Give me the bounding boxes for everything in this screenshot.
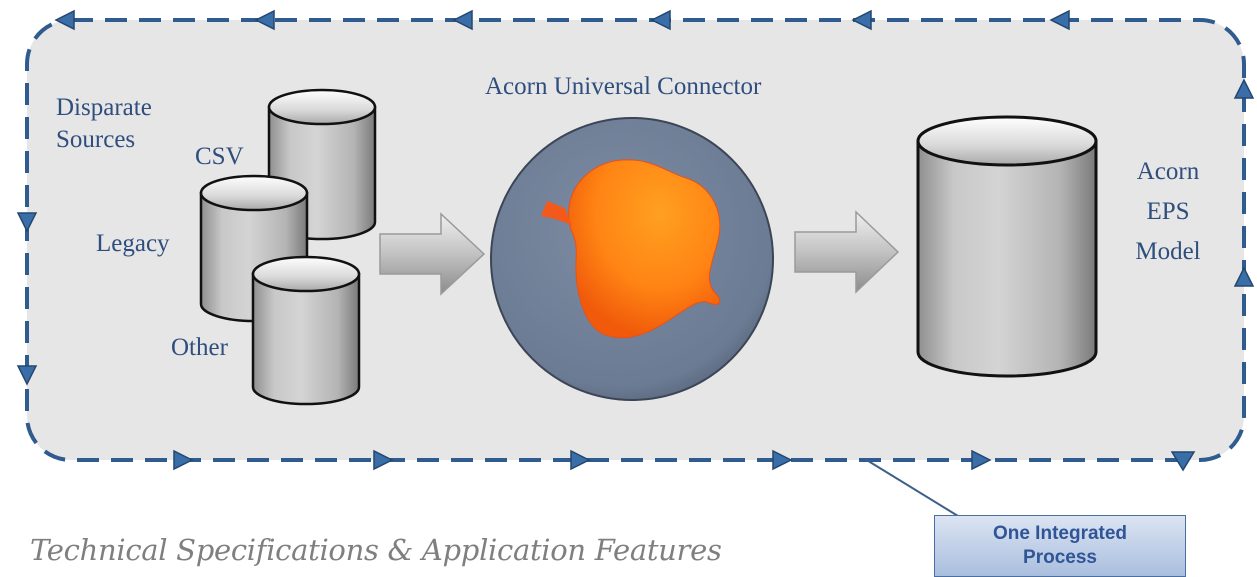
eps-model-label: Acorn EPS Model bbox=[1118, 152, 1218, 272]
other-label: Other bbox=[171, 334, 228, 361]
connector-hub-icon bbox=[490, 117, 774, 401]
down-arrowhead-icon bbox=[16, 365, 38, 386]
disparate-sources-line1: Disparate bbox=[56, 94, 152, 121]
disparate-sources-line2: Sources bbox=[56, 126, 136, 153]
right-arrowhead-icon bbox=[173, 449, 194, 471]
eps-model-database-icon bbox=[916, 115, 1098, 378]
connector-title: Acorn Universal Connector bbox=[485, 73, 762, 100]
up-arrowhead-icon bbox=[1233, 266, 1255, 287]
down-arrowhead-icon bbox=[1170, 451, 1196, 472]
acorn-fragment-icon bbox=[541, 201, 572, 225]
eps-model-line1: Acorn bbox=[1136, 158, 1200, 185]
other-database-icon bbox=[251, 255, 361, 406]
eps-model-line3: Model bbox=[1135, 238, 1201, 265]
left-arrowhead-icon bbox=[54, 9, 75, 31]
flow-arrow-icon bbox=[379, 212, 486, 296]
left-arrowhead-icon bbox=[650, 9, 671, 31]
eps-model-line2: EPS bbox=[1146, 198, 1190, 225]
down-arrowhead-icon bbox=[16, 212, 38, 233]
right-arrowhead-icon bbox=[971, 449, 992, 471]
section-title: Technical Specifications & Application F… bbox=[30, 533, 722, 567]
left-arrowhead-icon bbox=[1049, 9, 1070, 31]
disparate-sources-label: Disparate Sources bbox=[56, 92, 152, 156]
left-arrowhead-icon bbox=[452, 9, 473, 31]
right-arrowhead-icon bbox=[373, 449, 394, 471]
boundary-arrowheads bbox=[16, 9, 1255, 472]
left-arrowhead-icon bbox=[851, 9, 872, 31]
callout-line2: Process bbox=[1023, 547, 1097, 568]
left-arrowhead-icon bbox=[254, 9, 275, 31]
callout-line1: One Integrated bbox=[992, 523, 1128, 544]
up-arrowhead-icon bbox=[1233, 78, 1255, 99]
legacy-label: Legacy bbox=[96, 230, 170, 257]
right-arrowhead-icon bbox=[570, 449, 591, 471]
one-integrated-process-callout: One Integrated Process bbox=[934, 515, 1186, 577]
csv-label: CSV bbox=[195, 143, 244, 170]
acorn-blob-icon bbox=[568, 159, 721, 339]
flow-arrow-icon bbox=[794, 210, 900, 294]
callout-leader-line bbox=[864, 458, 959, 517]
right-arrowhead-icon bbox=[772, 449, 793, 471]
